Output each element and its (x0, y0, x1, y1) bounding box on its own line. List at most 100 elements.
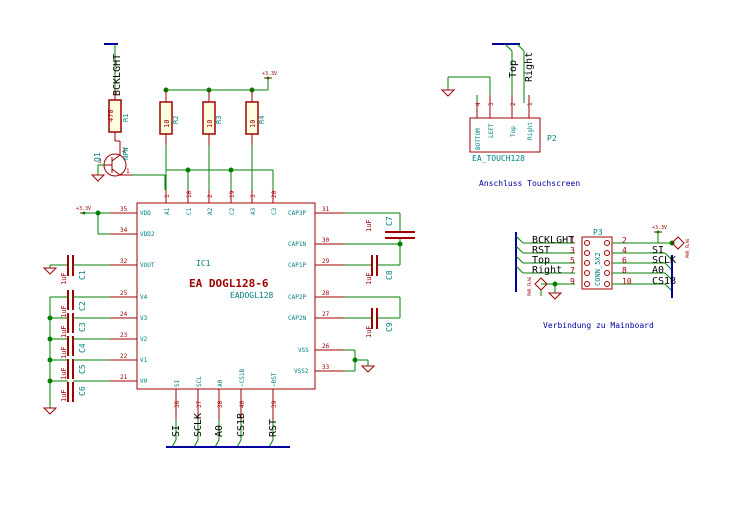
r1-ref: R1 (122, 114, 130, 122)
touchscreen-connector: Top Right 4 3 2 1 BOTTOM LEFT Top Right … (440, 43, 580, 188)
net-label-rst: RST (268, 419, 279, 437)
r2-value: 10 (163, 120, 171, 128)
r2-ref: R2 (172, 116, 180, 124)
pin-name: A1 (164, 207, 171, 215)
pin-num: 3 (488, 102, 495, 106)
pin-name: C3 (271, 207, 278, 215)
c9-value: 1uF (365, 325, 373, 338)
bottom-bus: SI SCLK A0 CS1B RST (166, 413, 290, 448)
pin-num: 3 (570, 246, 575, 255)
c8-ref: C8 (385, 270, 394, 280)
pin-num: 1 (164, 194, 171, 198)
pin-name: SI (174, 379, 181, 387)
ground-icon (42, 267, 58, 275)
pin-num: 6 (622, 256, 627, 265)
resistor-r2[interactable] (159, 101, 173, 135)
p2-body[interactable] (469, 117, 541, 153)
pin-num: 40 (239, 400, 246, 408)
pin-num: 1 (527, 102, 534, 106)
mb-label-cs1b: CS1B (652, 276, 676, 287)
mb-label-si: SI (652, 245, 664, 256)
c6-value: 1uF (60, 389, 68, 402)
resistor-bank: +3.3V 10 R2 10 R3 10 R4 (159, 71, 277, 190)
pin-name: LEFT (488, 123, 495, 138)
power-label-3v3-right: +3.3V (652, 225, 667, 231)
pin-num: 38 (217, 400, 224, 408)
ic1: IC1 EA DOGL128-6 EADOGL128 1 18 2 19 3 2… (110, 190, 345, 420)
pin-name: VDD2 (140, 231, 155, 238)
net-label-right: Right (524, 52, 535, 82)
c7-value: 1uF (365, 219, 373, 232)
pin-num: 24 (120, 311, 128, 318)
ic1-bottom-pins: 36 37 38 40 39 SI SCL A0 ~CS1B ~RST (174, 369, 278, 420)
pin-name: ~RST (271, 372, 278, 387)
pin-num: 5 (570, 256, 575, 265)
p2-value: EA_TOUCH128 (472, 154, 525, 163)
net-label-sclk: SCLK (193, 413, 204, 437)
pin-num: 33 (322, 364, 330, 371)
pin-num: 18 (186, 190, 193, 198)
pin-name: VDD (140, 210, 151, 217)
c9-ref: C9 (385, 322, 394, 332)
r3-ref: R3 (215, 116, 223, 124)
net-label-bcklght: BCKLGHT (112, 54, 123, 96)
resistor-r4[interactable] (245, 101, 259, 135)
mainboard-caption: Verbindung zu Mainboard (543, 321, 654, 330)
q1-pin1: 1 (126, 168, 130, 175)
pin-num: 9 (570, 277, 575, 286)
pin-name: C2 (229, 207, 236, 215)
pin-num: 22 (120, 353, 128, 360)
p3-value: CONN_5X2 (594, 252, 602, 286)
pin-num: 4 (475, 102, 482, 106)
net-label-si: SI (171, 425, 182, 437)
net-label-a0: A0 (214, 425, 225, 437)
pin-name: CAP2P (288, 294, 306, 301)
pwr-flag-right-label: PWR_FLAG (685, 238, 690, 258)
c1-ref: C1 (78, 270, 87, 280)
pin-name: Right (527, 122, 534, 140)
pin-name: A0 (217, 379, 224, 387)
pin-num: 28 (322, 290, 330, 297)
pin-num: 1 (570, 236, 575, 245)
c6-ref: C6 (78, 386, 87, 396)
ic1-footprint: EADOGL128 (230, 291, 274, 300)
ic1-left-pins: 35 34 32 25 24 23 22 21 VDD VDD2 VOUT V4… (110, 206, 155, 385)
pin-num: 2 (622, 236, 627, 245)
pin-num: 32 (120, 258, 128, 265)
left-supply: +3.3V 1uF C1 (42, 206, 110, 415)
pin-num: 34 (120, 227, 128, 234)
mb-label-top: Top (532, 255, 550, 266)
pin-num: 3 (250, 194, 257, 198)
pin-num: 25 (120, 290, 128, 297)
net-label-top: Top (508, 60, 519, 78)
mb-label-bcklght: BCKLGHT (532, 235, 574, 246)
ic1-body[interactable] (136, 202, 316, 390)
ground-icon (90, 174, 106, 182)
pin-num: 8 (622, 266, 627, 275)
pin-num: 4 (622, 246, 627, 255)
pin-name: V4 (140, 294, 148, 301)
c5-value: 1uF (60, 367, 68, 380)
p2-ref: P2 (547, 134, 557, 143)
pin-name: VSS2 (294, 368, 309, 375)
mb-label-a0: A0 (652, 265, 664, 276)
r4-ref: R4 (258, 116, 266, 124)
ground-icon (42, 407, 58, 415)
pin-name: V1 (140, 357, 148, 364)
pin-name: CAP2N (288, 315, 306, 322)
r4-value: 10 (249, 120, 257, 128)
resistor-r3[interactable] (202, 101, 216, 135)
pin-num: 2 (510, 102, 517, 106)
c3-ref: C3 (78, 322, 87, 332)
pin-num: 23 (120, 332, 128, 339)
pin-name: Top (510, 126, 517, 137)
pin-num: 39 (271, 400, 278, 408)
c8-value: 1uF (365, 272, 373, 285)
pin-num: 29 (322, 258, 330, 265)
pin-num: 20 (271, 190, 278, 198)
pin-name: V3 (140, 315, 148, 322)
c2-ref: C2 (78, 301, 87, 311)
mb-label-right: Right (532, 265, 562, 276)
pin-name: VSS (298, 347, 309, 354)
